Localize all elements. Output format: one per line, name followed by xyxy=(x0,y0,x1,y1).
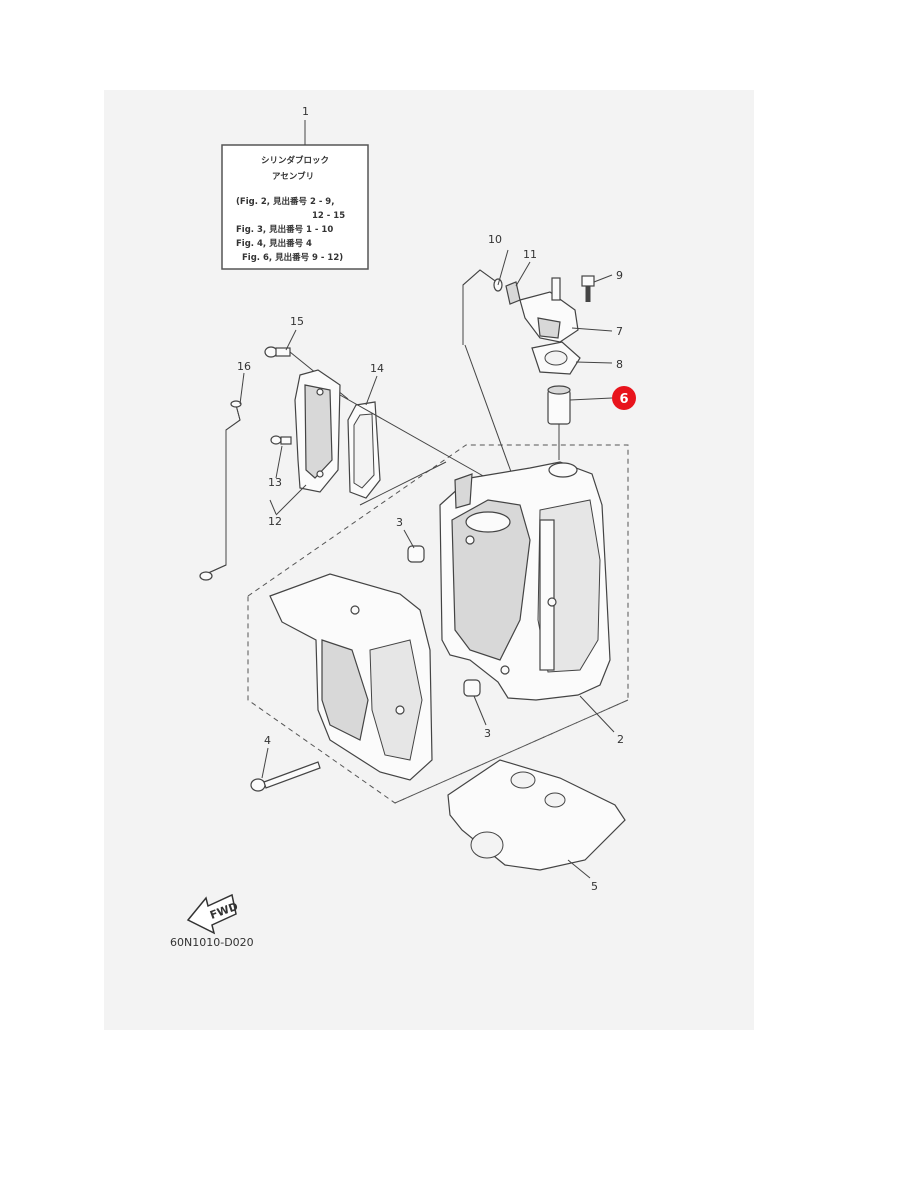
hose-10 xyxy=(462,269,515,481)
bolt-9 xyxy=(581,275,595,302)
leader-lines xyxy=(239,249,615,879)
gasket-14 xyxy=(347,401,381,499)
cylinder-block-2 xyxy=(439,461,611,701)
callout-16: 16 xyxy=(237,360,251,373)
dowel-3-upper xyxy=(407,545,425,563)
callout-7: 7 xyxy=(616,325,623,338)
highlight-callout-6: 6 xyxy=(612,386,636,410)
dowel-3-lower xyxy=(463,679,481,697)
hose-16 xyxy=(199,400,242,581)
washer-11 xyxy=(505,281,521,305)
assembly-outlines xyxy=(247,444,629,804)
highlight-circle xyxy=(612,386,636,410)
box-line-4: 12 - 15 xyxy=(312,211,345,221)
callout-8: 8 xyxy=(616,358,623,371)
callout-13: 13 xyxy=(268,476,282,489)
diagram-background xyxy=(104,90,754,1030)
callout-1: 1 xyxy=(302,105,309,118)
box-line-3: (Fig. 2, 見出番号 2 - 9, xyxy=(236,196,334,207)
callout-11: 11 xyxy=(523,248,537,261)
callout-3-lower: 3 xyxy=(484,727,491,740)
box-line-7: Fig. 6, 見出番号 9 - 12) xyxy=(242,252,343,263)
box-line-2: アセンブリ xyxy=(272,171,314,182)
crankcase xyxy=(269,573,433,781)
assembly-info-box: シリンダブロック アセンブリ (Fig. 2, 見出番号 2 - 9, 12 -… xyxy=(221,120,369,270)
callout-12: 12 xyxy=(268,515,282,528)
box-line-5: Fig. 3, 見出番号 1 - 10 xyxy=(236,224,333,235)
gasket-5 xyxy=(447,759,626,871)
callout-5: 5 xyxy=(591,880,598,893)
callouts: 1 2 3 3 4 5 7 8 9 10 11 12 13 14 15 16 xyxy=(237,105,624,893)
gasket-8 xyxy=(531,341,581,375)
callout-6: 6 xyxy=(619,392,628,407)
bolt-4 xyxy=(250,761,321,792)
thermostat-6 xyxy=(547,385,571,460)
box-line-6: Fig. 4, 見出番号 4 xyxy=(236,238,312,249)
bolt-13 xyxy=(270,435,292,445)
callout-2: 2 xyxy=(617,733,624,746)
diagram-code: 60N1010-D020 xyxy=(170,936,254,949)
thermostat-cover-7 xyxy=(519,277,579,343)
callout-3-upper: 3 xyxy=(396,516,403,529)
callout-14: 14 xyxy=(370,362,384,375)
box-line-1: シリンダブロック xyxy=(261,155,329,166)
callout-9: 9 xyxy=(616,269,623,282)
callout-10: 10 xyxy=(488,233,502,246)
callout-4: 4 xyxy=(264,734,271,747)
callout-15: 15 xyxy=(290,315,304,328)
cover-12 xyxy=(294,369,341,493)
forward-arrow-icon: FWD xyxy=(186,893,240,935)
